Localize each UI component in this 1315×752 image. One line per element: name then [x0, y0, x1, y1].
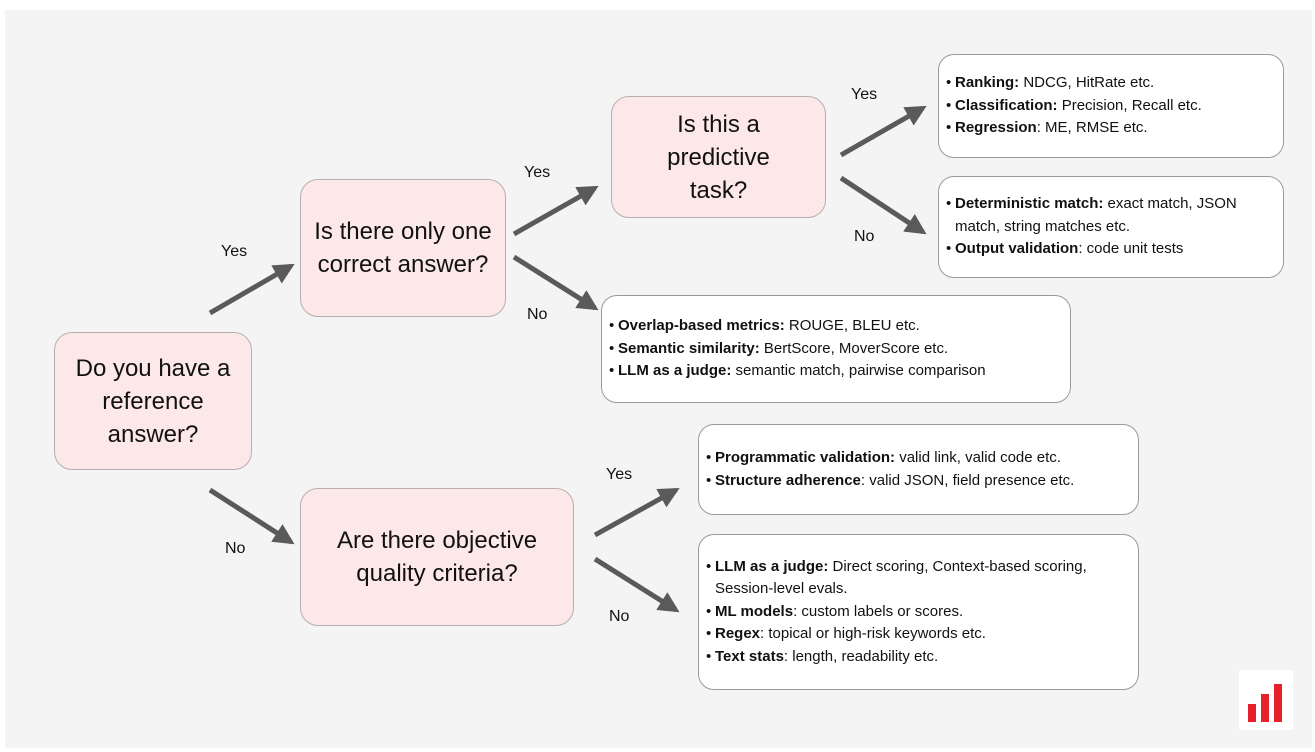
metric-item: Overlap-based metrics: ROUGE, BLEU etc. [609, 315, 1060, 338]
metric-name: Semantic similarity: [618, 339, 760, 357]
metric-item: LLM as a judge: Direct scoring, Context-… [706, 556, 1128, 601]
edge-label-q3-yes: Yes [851, 86, 878, 103]
edge-label-q4-no: No [609, 608, 630, 625]
metric-name: LLM as a judge: [715, 557, 829, 575]
answer-objective-criteria-metrics: Programmatic validation: valid link, val… [698, 424, 1139, 515]
question-predictive-task: Is this a predictive task? [611, 96, 826, 218]
metric-item: LLM as a judge: semantic match, pairwise… [609, 360, 1060, 383]
question-one-correct-answer: Is there only one correct answer? [300, 179, 506, 317]
metric-name: Output validation [955, 240, 1079, 258]
metric-name: Deterministic match: [955, 195, 1104, 213]
metric-name: Structure adherence [715, 471, 861, 489]
question-text: Is this a predictive task? [667, 110, 770, 204]
metric-name: Programmatic validation: [715, 449, 896, 466]
metric-item: Ranking: NDCG, HitRate etc. [946, 72, 1273, 95]
metric-name: Regression [955, 119, 1037, 137]
answer-subjective-criteria-metrics: LLM as a judge: Direct scoring, Context-… [698, 534, 1139, 690]
question-objective-criteria: Are there objective quality criteria? [300, 488, 574, 626]
metric-item: Classification: Precision, Recall etc. [946, 95, 1273, 118]
metric-name: ML models [715, 602, 794, 620]
metric-name: Regex [715, 625, 761, 643]
arrow-q1-no [208, 487, 295, 545]
edge-label-q4-yes: Yes [606, 466, 633, 483]
metric-examples: Precision, Recall etc. [1057, 96, 1202, 114]
metric-name: Overlap-based metrics: [618, 317, 785, 335]
arrow-q4-yes [593, 487, 680, 538]
metric-examples: : topical or high-risk keywords etc. [760, 625, 986, 643]
metric-examples: : ME, RMSE etc. [1036, 119, 1148, 137]
question-text: Is there only one correct answer? [314, 218, 492, 278]
arrow-q3-yes [839, 105, 927, 158]
edge-label-q2-yes: Yes [524, 164, 551, 181]
arrow-q2-no [512, 254, 599, 311]
arrow-q3-no [839, 175, 927, 235]
metric-examples: BertScore, MoverScore etc. [759, 339, 949, 357]
metric-name: Text stats [715, 647, 784, 665]
metric-examples: : valid JSON, field presence etc. [860, 471, 1075, 489]
question-reference-answer: Do you have a reference answer? [54, 332, 252, 470]
metric-examples: exact match, JSON match, string matches … [955, 195, 1237, 235]
metric-item: Regex: topical or high-risk keywords etc… [706, 623, 1128, 646]
arrow-q2-yes [512, 185, 599, 237]
answer-nonpredictive-metrics: Deterministic match: exact match, JSON m… [938, 176, 1284, 278]
metric-name: Ranking: [955, 74, 1020, 92]
bar-chart-logo-icon [1239, 670, 1293, 730]
edge-label-q3-no: No [854, 228, 875, 245]
metric-examples: valid link, valid code etc. [895, 449, 1061, 466]
question-text: Do you have a reference answer? [75, 354, 231, 448]
metric-examples: semantic match, pairwise comparison [731, 362, 986, 380]
answer-predictive-metrics: Ranking: NDCG, HitRate etc. Classificati… [938, 54, 1284, 158]
metric-item: Regression: ME, RMSE etc. [946, 117, 1273, 140]
metric-item: ML models: custom labels or scores. [706, 601, 1128, 624]
metric-name: Classification: [955, 96, 1058, 114]
edge-label-q1-yes: Yes [221, 243, 248, 260]
metric-examples: : custom labels or scores. [793, 602, 964, 620]
metric-item: Semantic similarity: BertScore, MoverSco… [609, 338, 1060, 361]
metric-item: Output validation: code unit tests [946, 238, 1273, 261]
metric-item: Text stats: length, readability etc. [706, 646, 1128, 669]
question-text: Are there objective quality criteria? [336, 527, 538, 587]
metric-item: Programmatic validation: valid link, val… [706, 447, 1128, 470]
metric-item: Deterministic match: exact match, JSON m… [946, 193, 1273, 238]
metric-examples: Direct scoring, Context-based scoring, S… [715, 557, 1087, 598]
arrow-q4-no [593, 556, 680, 613]
metric-examples: ROUGE, BLEU etc. [784, 317, 920, 335]
metric-examples: NDCG, HitRate etc. [1019, 74, 1155, 92]
metric-item: Structure adherence: valid JSON, field p… [706, 470, 1128, 493]
metric-examples: : code unit tests [1078, 240, 1184, 258]
logo-bars [1248, 684, 1282, 722]
metric-examples: : length, readability etc. [783, 647, 939, 665]
metric-name: LLM as a judge: [618, 362, 732, 380]
answer-multiple-answers-metrics: Overlap-based metrics: ROUGE, BLEU etc. … [601, 295, 1071, 403]
arrow-q1-yes [208, 263, 295, 316]
edge-label-q2-no: No [527, 306, 548, 323]
edge-label-q1-no: No [225, 540, 246, 557]
